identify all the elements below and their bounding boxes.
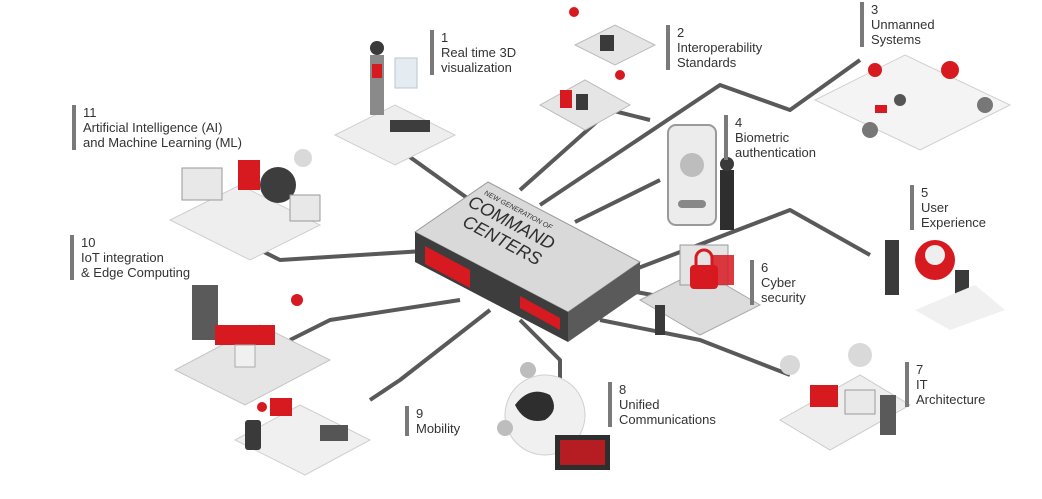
node-2-label: 2 Interoperability Standards [666, 25, 762, 70]
node-10-label: 10 IoT integration & Edge Computing [70, 235, 190, 280]
hub-red-panel-2 [520, 296, 560, 330]
connector-5 [619, 208, 871, 277]
node-11-text-line-2: and Machine Learning (ML) [83, 135, 242, 150]
illustration-unified-communications [497, 362, 610, 470]
connector-8 [518, 318, 562, 380]
node-1-number: 1 [441, 30, 449, 45]
node-7-label: 7 IT Architecture [905, 362, 985, 407]
connector-10 [289, 298, 461, 342]
connector-4 [574, 178, 661, 224]
illustration-unmanned-systems [813, 54, 1012, 151]
node-4-text-line-2: authentication [735, 145, 816, 160]
illustration-user-experience [885, 240, 1005, 330]
node-10-text-line-2: & Edge Computing [81, 265, 191, 280]
node-8-label: 8 Unified Communications [608, 382, 716, 427]
node-6-number: 6 [761, 260, 769, 275]
node-6-text-line-2: security [761, 290, 806, 305]
connector-7 [599, 318, 791, 377]
illustration-ai-ml [168, 149, 322, 261]
node-8-text-line-1: Unified [619, 397, 660, 412]
hub-red-panel [425, 246, 470, 288]
node-2-number: 2 [677, 25, 685, 40]
illustration-iot-edge [173, 285, 332, 406]
node-6-text-line-1: Cyber [761, 275, 796, 290]
node-1-text-line-1: Real time 3D [441, 45, 517, 60]
node-2-text-line-1: Interoperability [677, 40, 763, 55]
node-10-number: 10 [81, 235, 96, 250]
node-5-text-line-1: User [921, 200, 949, 215]
node-9-number: 9 [416, 406, 424, 421]
node-3-label: 3 Unmanned Systems [860, 2, 935, 47]
hub-left-side [415, 232, 568, 342]
node-9-text-line-1: Mobility [416, 421, 461, 436]
connector-3 [538, 58, 862, 207]
illustration-interoperability [538, 7, 657, 131]
illustration-it-architecture [779, 343, 911, 451]
node-11-text-line-1: Artificial Intelligence (AI) [83, 120, 223, 135]
illustration-3d-visualization [333, 41, 457, 166]
illustration-mobility [233, 398, 372, 476]
node-4-number: 4 [735, 115, 743, 130]
node-1-text-line-2: visualization [441, 60, 512, 75]
node-1-label: 1 Real time 3D visualization [430, 30, 516, 75]
command-center-hub: NEW GENERATION OF COMMAND CENTERS [414, 181, 641, 342]
node-3-text-line-2: Systems [871, 32, 921, 47]
node-6-label: 6 Cyber security [750, 260, 806, 305]
connector-9 [368, 308, 492, 402]
node-5-number: 5 [921, 185, 929, 200]
node-8-text-line-2: Communications [619, 412, 716, 427]
node-7-number: 7 [916, 362, 924, 377]
node-3-text-line-1: Unmanned [871, 17, 935, 32]
node-7-text-line-1: IT [916, 377, 928, 392]
illustration-biometric [667, 124, 734, 230]
node-8-number: 8 [619, 382, 627, 397]
node-5-text-line-2: Experience [921, 215, 987, 230]
connector-1 [398, 148, 472, 202]
illustration-cyber-security [638, 244, 762, 336]
node-3-number: 3 [871, 2, 879, 17]
hub-right-side [568, 262, 640, 342]
node-10-text-line-1: IoT integration [81, 250, 164, 265]
node-9-label: 9 Mobility [405, 406, 460, 436]
node-4-text-line-1: Biometric [735, 130, 790, 145]
node-4-label: 4 Biometric authentication [724, 115, 816, 160]
node-11-label: 11 Artificial Intelligence (AI) and Mach… [72, 105, 242, 150]
node-5-label: 5 User Experience [910, 185, 986, 230]
node-7-text-line-2: Architecture [916, 392, 986, 407]
node-2-text-line-2: Standards [677, 55, 737, 70]
node-11-number: 11 [83, 105, 97, 120]
